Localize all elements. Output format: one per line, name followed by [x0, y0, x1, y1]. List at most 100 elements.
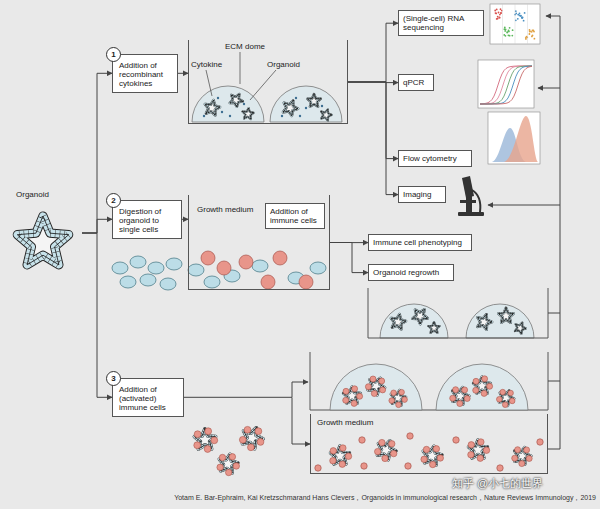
drawing-part — [498, 308, 513, 323]
data-dot — [511, 35, 513, 37]
data-dot — [508, 31, 510, 33]
cytokine-dot — [321, 105, 323, 107]
node-text: Addition of immune cells — [270, 207, 320, 225]
data-dot — [526, 36, 528, 38]
qpcr-plot — [478, 60, 534, 108]
amplification-curve — [480, 66, 532, 104]
immune-cell — [462, 387, 468, 393]
immune-cell — [526, 456, 532, 462]
immune-cell — [473, 378, 479, 384]
immune-cell — [483, 447, 489, 453]
immune-cell — [248, 444, 255, 451]
drawing-part — [391, 314, 406, 329]
drawing-part — [243, 108, 254, 119]
data-dot — [495, 13, 497, 15]
immune-cell — [389, 441, 395, 447]
organoid-node: Organoid — [4, 190, 82, 276]
data-dot — [525, 38, 527, 40]
process-box: 1Addition of recombinant cytokines — [112, 54, 178, 93]
cytokine-dot — [229, 115, 231, 117]
immune-cell — [537, 439, 543, 445]
node-text: Addition of (activated) immune cells — [119, 385, 179, 413]
immune-cell — [477, 455, 483, 461]
immune-cell — [433, 446, 439, 452]
data-dot — [531, 36, 533, 38]
connector — [178, 73, 188, 74]
immune-cell — [370, 376, 376, 382]
immune-cell — [379, 378, 385, 384]
node-text: Immune cell phenotyping — [373, 238, 467, 247]
cytokine-dot — [243, 103, 245, 105]
immune-cell — [201, 251, 215, 265]
leader-line — [240, 52, 241, 84]
immune-cell — [405, 463, 411, 469]
cytokine-dot — [295, 97, 297, 99]
microscope-icon — [458, 176, 484, 216]
data-dot — [503, 34, 505, 36]
drawing-part — [428, 322, 439, 333]
drawing-part — [478, 314, 493, 329]
amplification-curve — [480, 66, 532, 104]
culture-well: Growth mediumAddition of immune cells — [188, 195, 330, 290]
immune-cell — [351, 400, 357, 406]
drawing-part — [283, 101, 298, 116]
organoid-figure — [205, 100, 220, 115]
single-cell — [140, 274, 156, 286]
immune-cell — [515, 447, 521, 453]
data-dot — [523, 20, 525, 22]
ecm-dome — [466, 304, 534, 338]
drawing-part — [17, 216, 68, 265]
drawing-part — [283, 101, 298, 116]
data-dot — [504, 30, 506, 32]
drawing-part — [413, 309, 428, 324]
immune-cell — [468, 452, 474, 458]
data-dot — [497, 16, 499, 18]
bracket — [538, 88, 560, 89]
process-box: Immune cell phenotyping — [368, 234, 472, 251]
immune-cell — [357, 393, 363, 399]
ecm-dome — [436, 364, 528, 410]
data-dot — [494, 10, 496, 12]
immune-cell — [482, 376, 488, 382]
drawing-part — [413, 309, 428, 324]
immune-cell — [481, 390, 487, 396]
immune-cell — [219, 454, 225, 460]
immune-cell — [500, 389, 506, 395]
drawing-part — [428, 322, 439, 333]
drawing-part — [428, 322, 439, 333]
data-dot — [517, 14, 519, 16]
process-box: Imaging — [398, 186, 446, 203]
bracket — [560, 16, 561, 449]
organoid-figure — [243, 108, 254, 119]
immune-cell — [375, 448, 381, 454]
drawing-part — [498, 308, 513, 323]
amplification-curve — [480, 66, 532, 104]
single-cell — [188, 264, 204, 276]
single-cell — [160, 278, 176, 290]
immune-cell — [345, 453, 351, 459]
immune-cell — [379, 439, 385, 445]
data-dot — [533, 30, 535, 32]
immune-cell — [497, 397, 503, 403]
immune-cell — [502, 402, 508, 408]
drawing-part — [413, 309, 428, 324]
node-text: Digestion of organoid to single cells — [119, 207, 177, 235]
immune-cell — [257, 439, 264, 446]
drawing-part — [283, 101, 298, 116]
drawing-part — [515, 323, 526, 334]
cytokine-dot — [305, 107, 307, 109]
immune-cell — [468, 442, 474, 448]
amplification-curve — [480, 66, 532, 104]
flow-histogram — [488, 112, 540, 164]
single-cell — [112, 262, 128, 274]
data-dot — [499, 17, 501, 19]
data-dot — [517, 18, 519, 20]
ecm-dome — [330, 364, 422, 410]
data-dot — [529, 33, 531, 35]
immune-cell — [396, 402, 402, 408]
data-dot — [529, 29, 531, 31]
node-text: (Single-cell) RNA sequencing — [403, 14, 479, 32]
immune-cell — [261, 275, 275, 289]
data-dot — [506, 32, 508, 34]
